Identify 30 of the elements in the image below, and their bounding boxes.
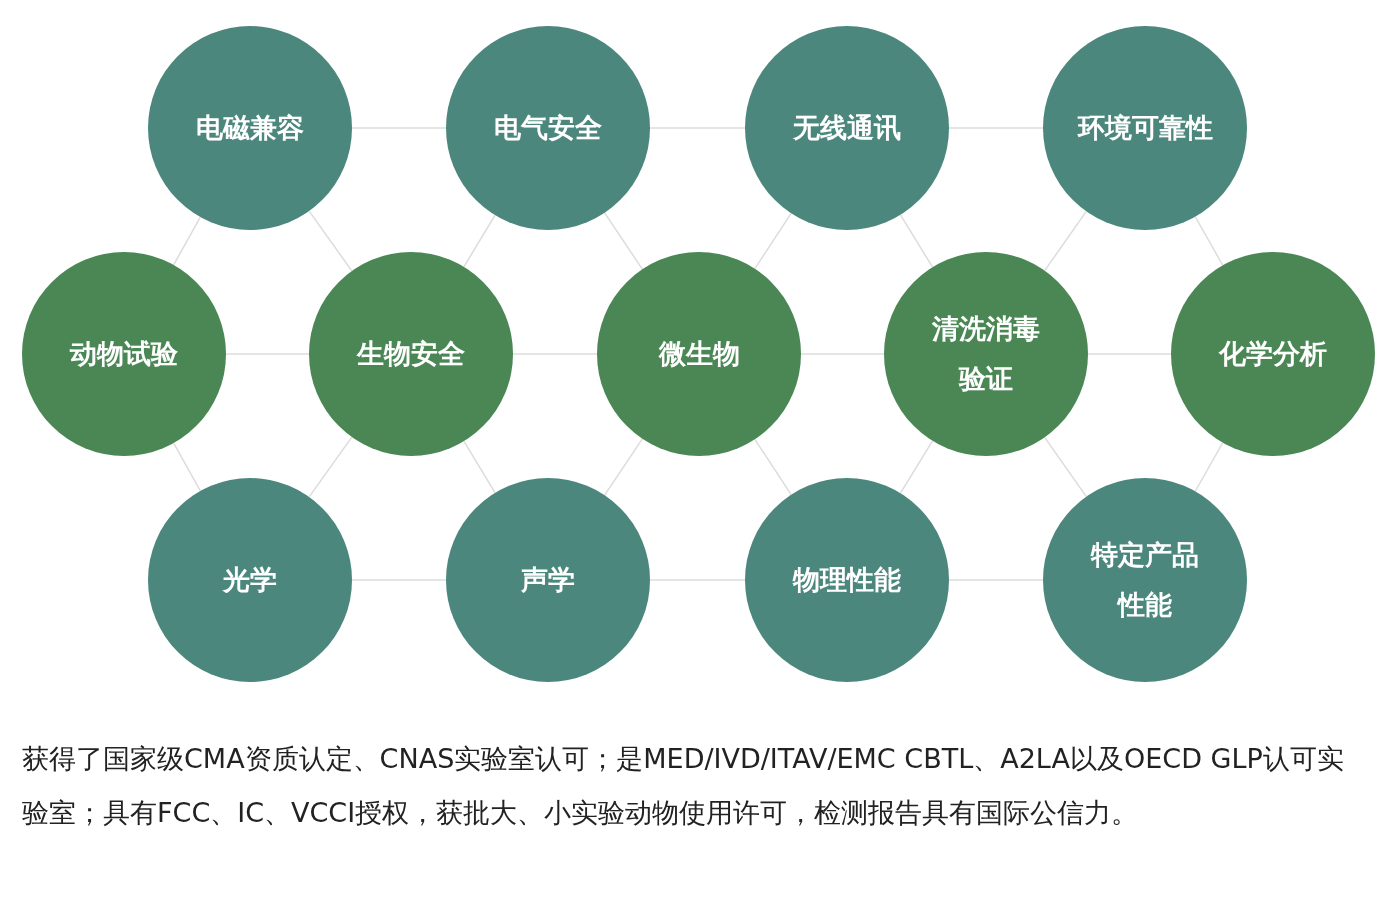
topic-circle: 物理性能 [745,478,949,682]
topic-circle: 无线通讯 [745,26,949,230]
connector-line [172,442,202,492]
topic-circle: 动物试验 [22,252,226,456]
topic-circle: 特定产品性能 [1043,478,1247,682]
topic-circle: 电磁兼容 [148,26,352,230]
connector-line [308,436,353,498]
connector-line [1043,210,1088,272]
connector-line [172,216,202,266]
topic-circle: 电气安全 [446,26,650,230]
connector-line [754,438,792,496]
connector-line [308,210,353,272]
topic-circle: 微生物 [597,252,801,456]
topic-circle: 清洗消毒验证 [884,252,1088,456]
caption-text: 获得了国家级CMA资质认定、CNAS实验室认可；是MED/IVD/ITAV/EMC CBTL、A2LA以及OECD GLP认可实验室；具有FCC、IC、VCCI授权，获批大、小实验动物使用许可，检测报告具有国际公信力。 [22,742,1345,830]
connector-line [899,214,934,268]
connector-line [754,212,792,270]
connector-line [463,440,496,494]
connector-line [603,212,644,270]
topic-circle: 生物安全 [309,252,513,456]
connector-line [603,438,644,496]
topic-circle: 环境可靠性 [1043,26,1247,230]
topic-circle: 光学 [148,478,352,682]
connector-line [1043,436,1088,498]
connector-line [899,440,934,494]
topic-circle: 声学 [446,478,650,682]
connector-line [1194,216,1224,266]
connector-line [1194,442,1224,492]
topic-circle: 化学分析 [1171,252,1375,456]
connector-line [463,214,496,268]
